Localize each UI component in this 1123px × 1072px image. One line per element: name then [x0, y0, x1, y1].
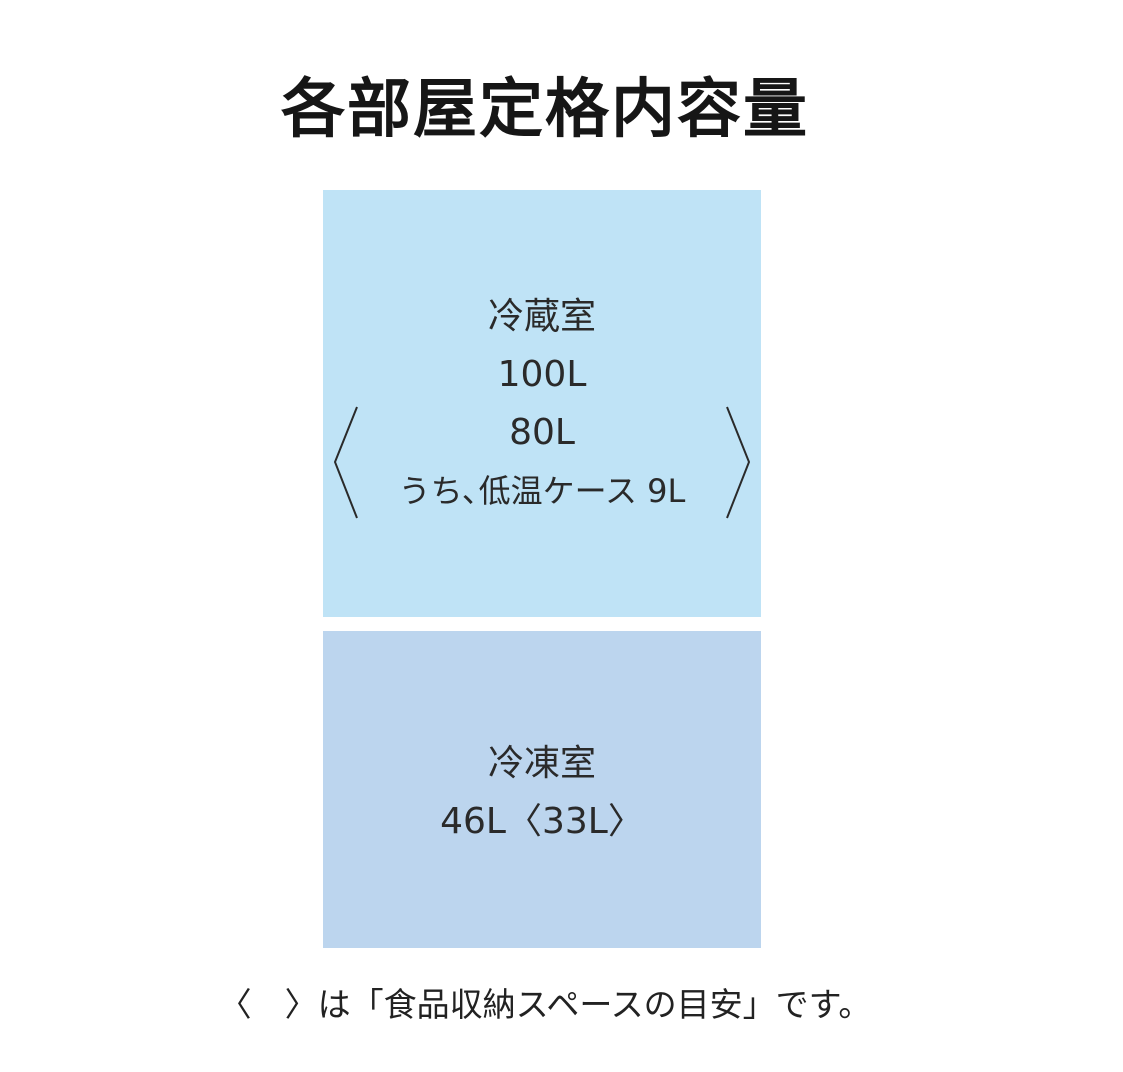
fridge-text: 冷蔵室 100L 80L うち､低温ケース 9L: [323, 288, 761, 520]
fridge-low-temp-case: うち､低温ケース 9L: [398, 472, 686, 510]
freezer-name: 冷凍室: [487, 743, 596, 784]
freezer-text: 冷凍室 46L〈33L〉: [323, 735, 761, 851]
footnote: 〈 〉は「食品収納スペースの目安」です。: [218, 985, 872, 1024]
fridge-compartment: 冷蔵室 100L 80L うち､低温ケース 9L: [323, 190, 761, 617]
bracket-right-icon: [726, 406, 751, 519]
freezer-capacity: 46L〈33L〉: [440, 801, 644, 842]
freezer-compartment: 冷凍室 46L〈33L〉: [323, 631, 761, 948]
fridge-capacity: 100L: [497, 354, 587, 395]
fridge-storage-capacity: 80L: [509, 412, 575, 453]
page-title: 各部屋定格内容量: [281, 73, 809, 147]
bracket-left-icon: [333, 406, 358, 519]
fridge-name: 冷蔵室: [487, 296, 596, 337]
